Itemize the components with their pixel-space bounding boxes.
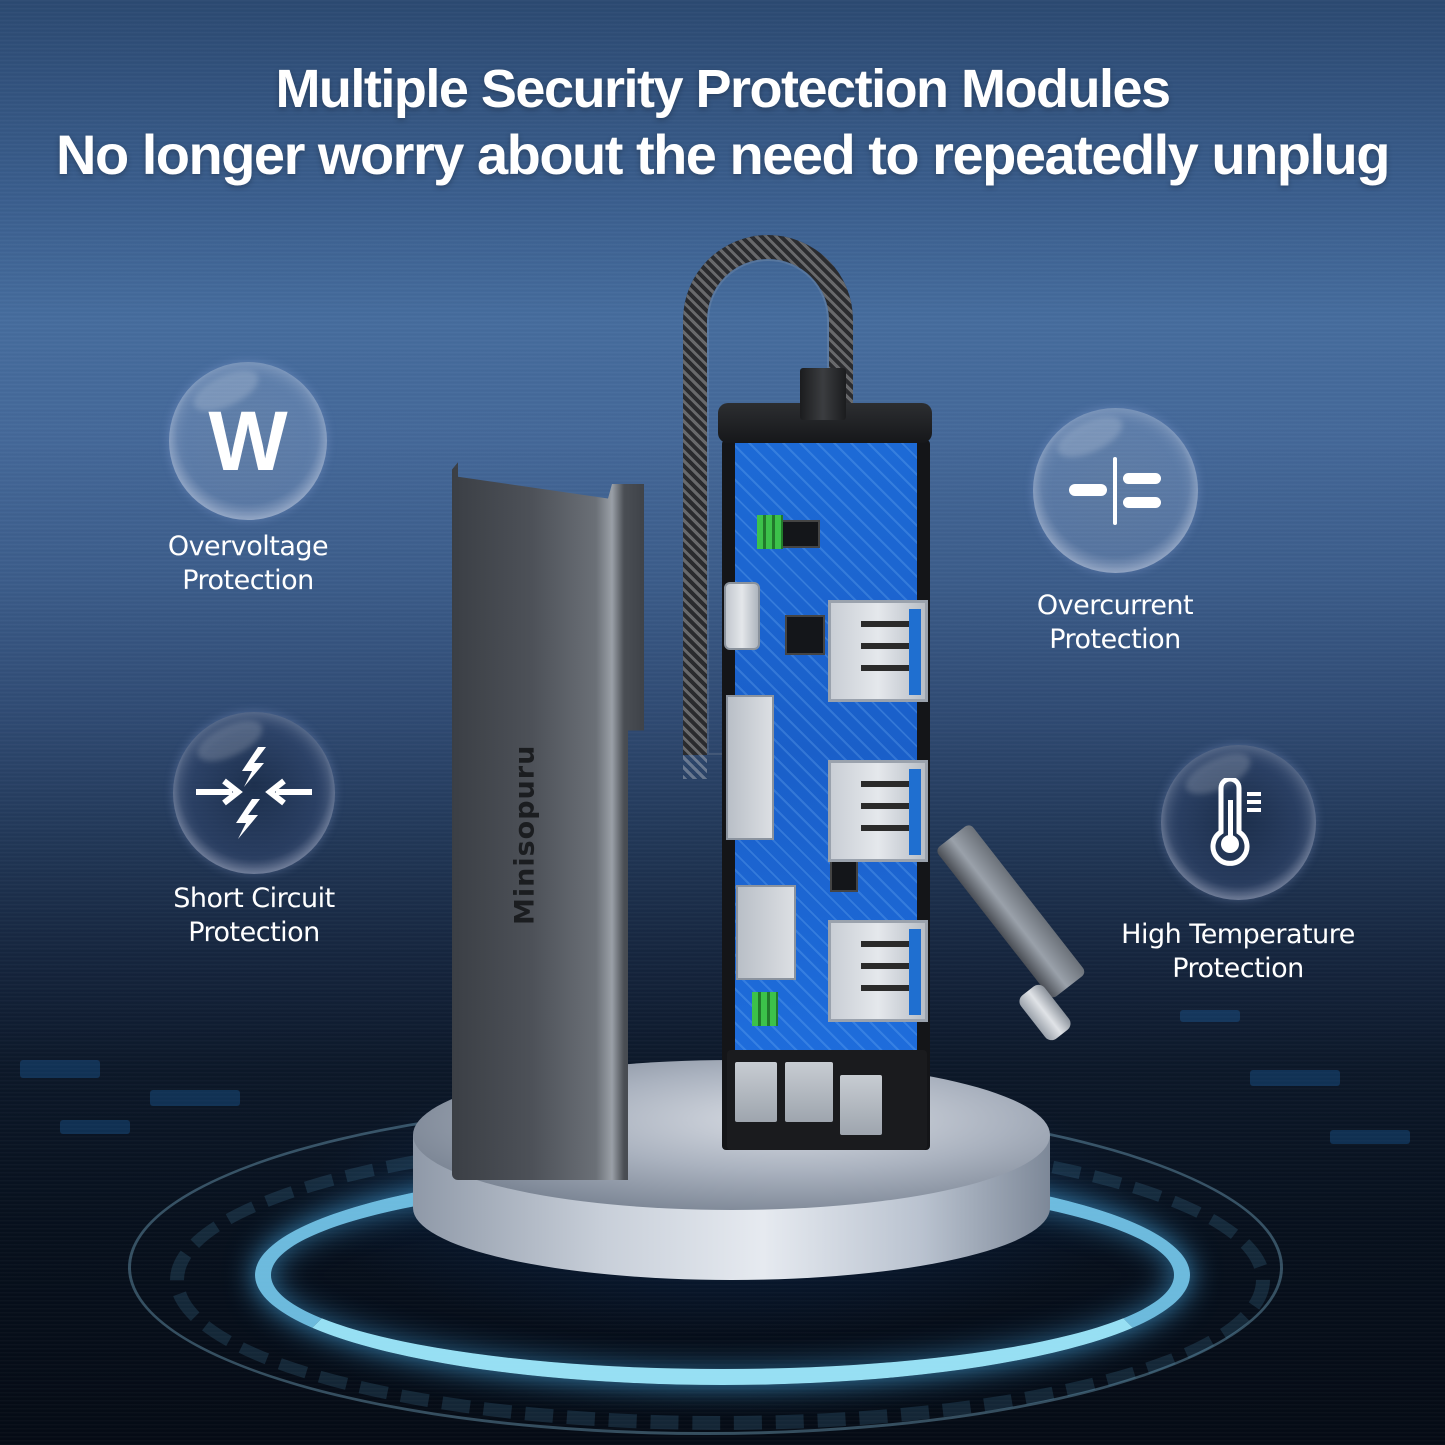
background-chip xyxy=(1330,1130,1410,1144)
pcb-chip xyxy=(785,615,825,655)
page-subtitle: No longer worry about the need to repeat… xyxy=(56,123,1390,186)
cable-collar xyxy=(800,368,846,420)
brand-logo: Minisopuru xyxy=(509,744,541,926)
short-circuit-arrows-lightning-icon xyxy=(196,747,312,839)
thermometer-icon xyxy=(1210,777,1261,866)
hub-cover xyxy=(452,462,644,1180)
capacitor-symbol-icon xyxy=(1069,456,1161,525)
feature-high-temperature: High Temperature Protection xyxy=(1098,745,1378,986)
ethernet-port xyxy=(785,1062,833,1122)
feature-label: Overcurrent Protection xyxy=(1036,590,1194,655)
bubble xyxy=(1160,745,1316,900)
usb-a-port-1 xyxy=(828,600,928,702)
feature-overcurrent: Overcurrent Protection xyxy=(985,408,1245,657)
sd-card-slot xyxy=(726,695,774,840)
background-chip xyxy=(20,1060,100,1078)
bottom-port xyxy=(840,1075,882,1135)
pcb-chip xyxy=(830,860,858,892)
tf-card-slot xyxy=(736,885,796,980)
background-chip xyxy=(1180,1010,1240,1022)
feature-overvoltage: W Overvoltage Protection xyxy=(118,362,378,598)
page-title: Multiple Security Protection Modules xyxy=(275,59,1171,119)
feature-label: Short Circuit Protection xyxy=(173,883,335,948)
bottom-port xyxy=(735,1062,777,1122)
feature-label: High Temperature Protection xyxy=(1121,919,1355,984)
pcb-capacitors xyxy=(752,992,778,1026)
bubble: W xyxy=(169,362,327,520)
header: Multiple Security Protection Modules No … xyxy=(0,58,1445,188)
background-chip xyxy=(150,1090,240,1106)
pcb-chip xyxy=(780,520,820,548)
feature-short-circuit: Short Circuit Protection xyxy=(124,712,384,950)
bubble xyxy=(173,712,335,874)
usb-a-port-3 xyxy=(828,920,928,1022)
w-letter-icon: W xyxy=(208,394,288,488)
bubble xyxy=(1032,408,1198,573)
background-chip xyxy=(60,1120,130,1134)
usb-c-port xyxy=(724,582,760,650)
background-chip xyxy=(1250,1070,1340,1086)
pcb-capacitors xyxy=(757,515,783,549)
feature-label: Overvoltage Protection xyxy=(167,531,329,596)
usb-a-port-2 xyxy=(828,760,928,862)
